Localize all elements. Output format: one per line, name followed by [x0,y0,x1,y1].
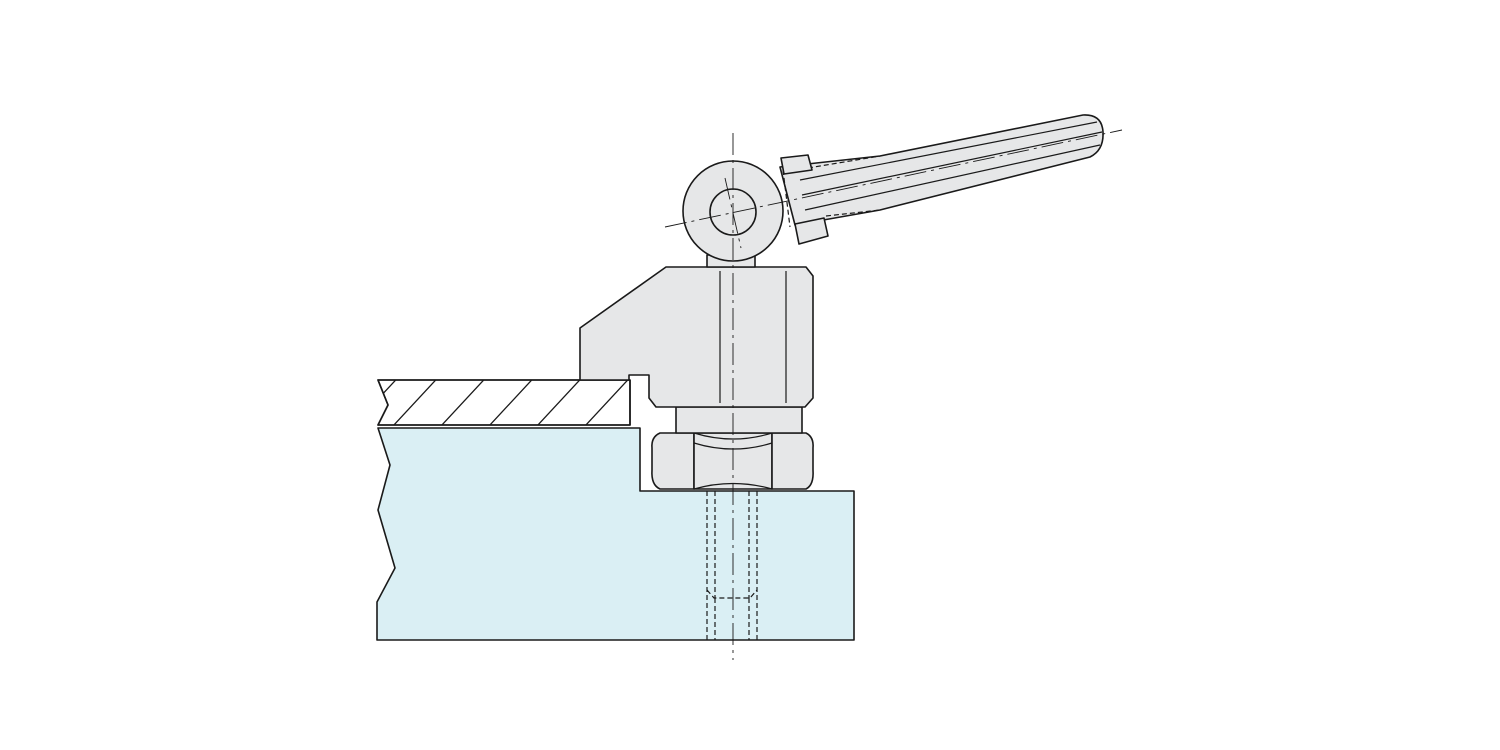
pivot-cross-axis [724,177,742,249]
section-hatching [378,380,630,425]
lever-handle [779,114,1104,245]
hex-nut-right-flat [771,432,814,490]
base-block [376,427,855,641]
hex-nut-left-flat [651,432,695,490]
hex-nut [651,432,814,490]
base-block-body [376,427,855,641]
lever-ferrule-top [780,154,813,175]
lever-ferrule-bottom [794,217,829,245]
lever-handle-grip [779,114,1104,226]
lever-axis [664,129,1123,228]
center-lines [664,129,1123,660]
clamped-plate [377,379,631,426]
clamp-body [579,266,814,408]
clamp-collar [675,406,803,434]
threaded-stud-hidden-lines [706,491,758,640]
clamp-body-outline [579,266,814,408]
